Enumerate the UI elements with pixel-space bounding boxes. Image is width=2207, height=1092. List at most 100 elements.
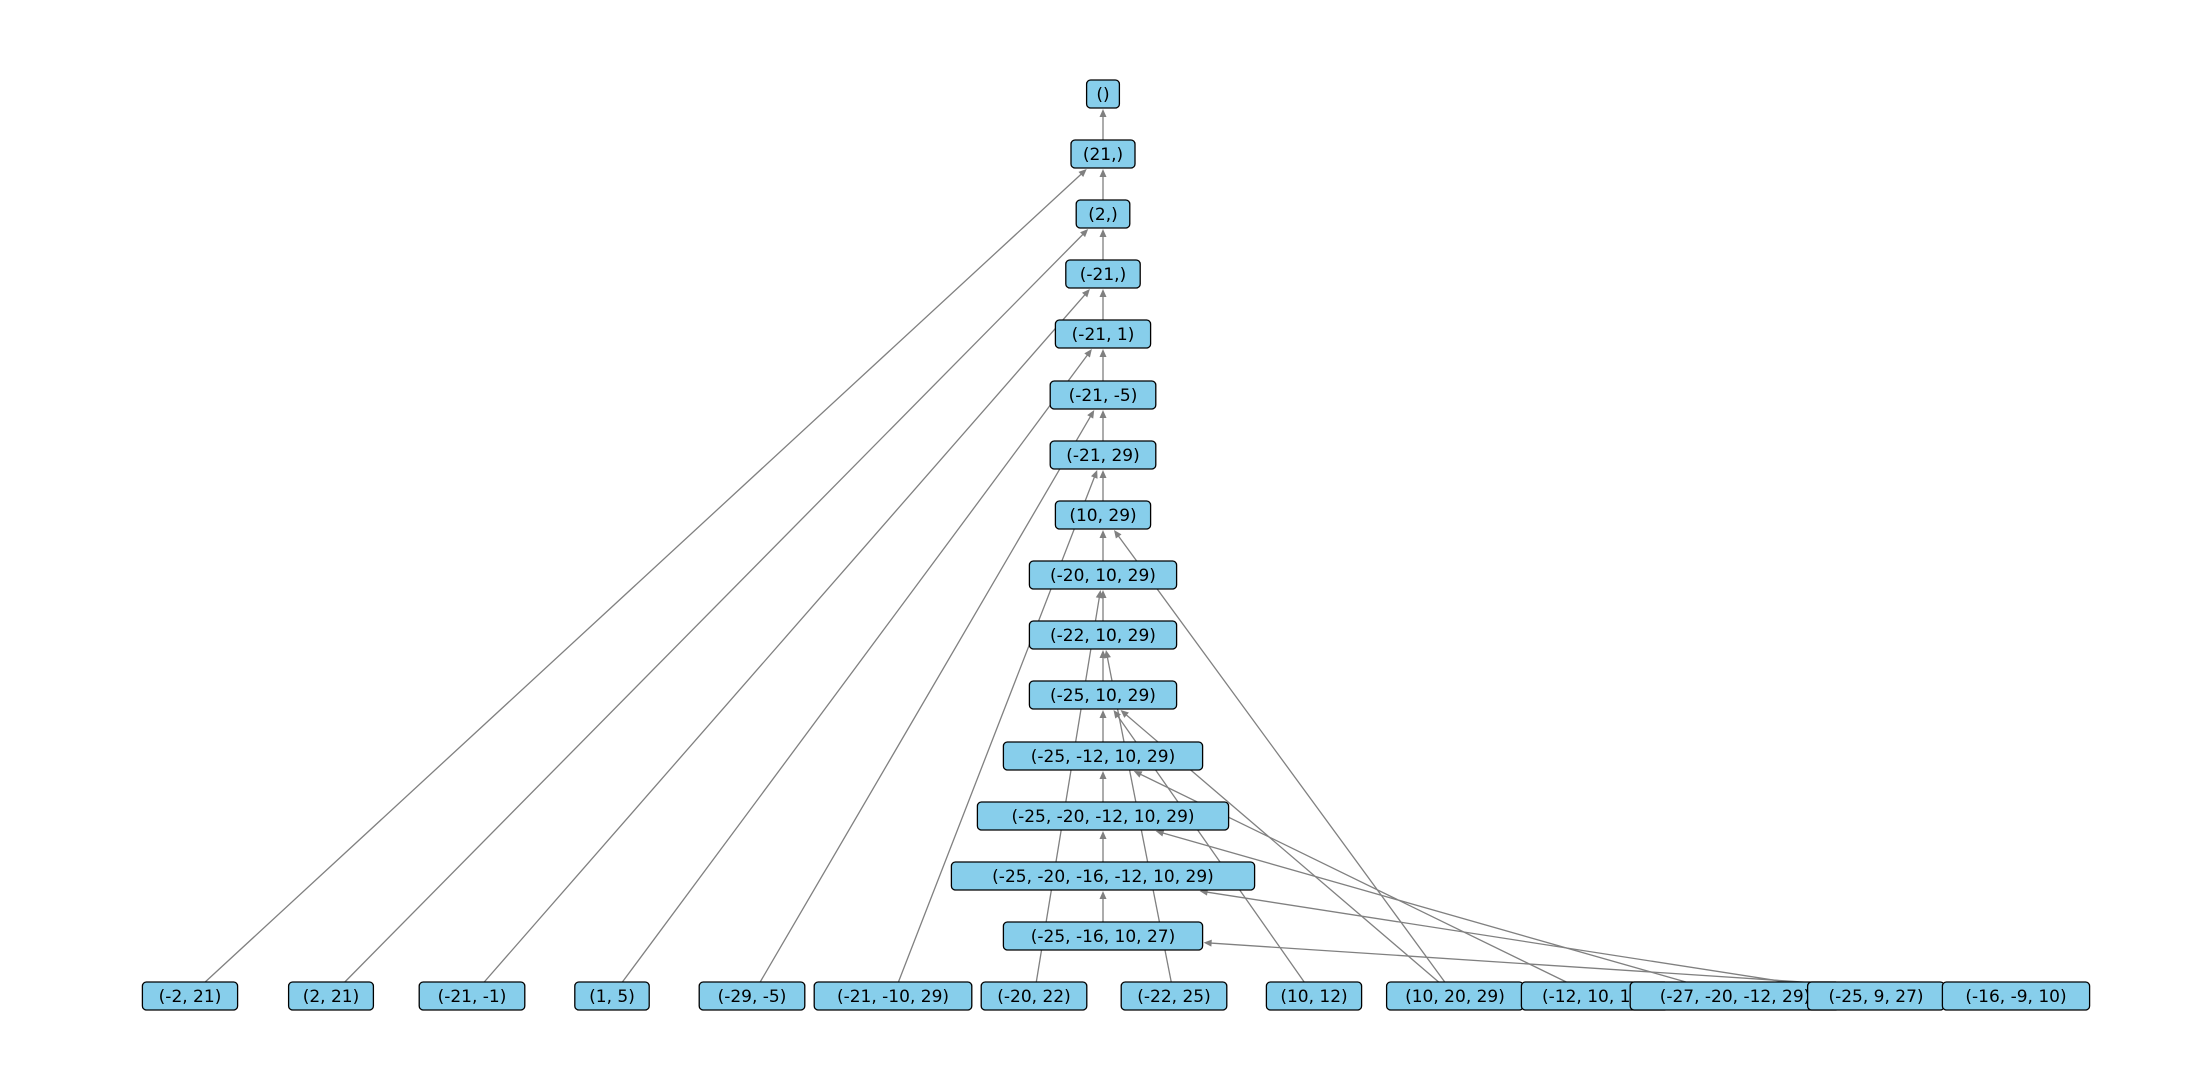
node-l2: (-21, -1) bbox=[418, 981, 526, 1011]
nodes-layer: ()(21,)(2,)(-21,)(-21, 1)(-21, -5)(-21, … bbox=[141, 79, 2091, 1011]
node-box bbox=[1002, 741, 1204, 771]
node-n4: (-21, 1) bbox=[1054, 319, 1152, 349]
arrowhead bbox=[1099, 109, 1107, 117]
edge-l5-to-n6 bbox=[897, 470, 1098, 983]
edge-line bbox=[1035, 596, 1101, 983]
edge-l11-to-n12 bbox=[1155, 829, 1687, 983]
node-n12: (-25, -20, -12, 10, 29) bbox=[976, 801, 1230, 831]
arrowhead bbox=[1113, 710, 1121, 719]
node-label: (-25, -20, -16, -12, 10, 29) bbox=[992, 867, 1214, 887]
node-box bbox=[418, 981, 526, 1011]
node-label: (-25, -20, -12, 10, 29) bbox=[1011, 807, 1194, 827]
edge-l2-to-n3 bbox=[483, 289, 1090, 983]
arrowhead bbox=[1104, 650, 1111, 659]
node-n2: (2,) bbox=[1075, 199, 1131, 229]
node-n1: (21,) bbox=[1070, 139, 1136, 169]
node-box bbox=[1085, 79, 1121, 109]
node-l8: (10, 12) bbox=[1265, 981, 1363, 1011]
node-box bbox=[1028, 620, 1178, 650]
node-label: (21,) bbox=[1083, 145, 1123, 165]
node-l13: (-16, -9, 10) bbox=[1941, 981, 2091, 1011]
node-label: (-21, -1) bbox=[438, 987, 507, 1007]
node-label: (-25, 10, 29) bbox=[1050, 686, 1156, 706]
arrowhead bbox=[1099, 410, 1107, 418]
node-l0: (-2, 21) bbox=[141, 981, 239, 1011]
edge-l12-to-n13 bbox=[1199, 888, 1808, 987]
edge-line bbox=[621, 354, 1089, 983]
arrowhead bbox=[1099, 470, 1107, 478]
node-box bbox=[813, 981, 973, 1011]
arrowhead bbox=[1099, 229, 1107, 237]
node-n13: (-25, -20, -16, -12, 10, 29) bbox=[950, 861, 1256, 891]
node-box bbox=[1075, 199, 1131, 229]
edge-n6-to-n5 bbox=[1099, 410, 1107, 441]
edge-n3-to-n2 bbox=[1099, 229, 1107, 260]
node-box bbox=[980, 981, 1088, 1011]
edge-line bbox=[483, 293, 1086, 983]
node-label: (-12, 10, 16) bbox=[1542, 987, 1648, 1007]
node-box bbox=[574, 981, 650, 1011]
arrowhead bbox=[1095, 590, 1103, 599]
node-box bbox=[1265, 981, 1363, 1011]
edge-n11-to-n10 bbox=[1099, 710, 1107, 742]
node-box bbox=[1941, 981, 2091, 1011]
node-box bbox=[1120, 981, 1228, 1011]
node-label: (-27, -20, -12, 29) bbox=[1660, 987, 1811, 1007]
edge-l0-to-n1 bbox=[204, 169, 1087, 983]
edge-l9-to-n7 bbox=[1113, 530, 1446, 983]
node-box bbox=[1054, 500, 1152, 530]
edge-n12-to-n11 bbox=[1099, 771, 1107, 802]
arrowhead bbox=[1133, 771, 1143, 778]
arrowhead bbox=[1084, 349, 1092, 358]
arrowhead bbox=[1099, 530, 1107, 538]
arrowhead bbox=[1113, 530, 1122, 539]
node-n11: (-25, -12, 10, 29) bbox=[1002, 741, 1204, 771]
node-label: (-25, -16, 10, 27) bbox=[1031, 927, 1175, 947]
arrowhead bbox=[1081, 289, 1090, 298]
edge-n1-to-n0 bbox=[1099, 109, 1107, 140]
arrowhead bbox=[1099, 831, 1107, 839]
node-l4: (-29, -5) bbox=[698, 981, 806, 1011]
edge-line bbox=[344, 233, 1084, 983]
arrowhead bbox=[1080, 229, 1089, 238]
node-l5: (-21, -10, 29) bbox=[813, 981, 973, 1011]
edge-line bbox=[897, 476, 1096, 983]
arrowhead bbox=[1091, 470, 1098, 479]
edge-n5-to-n4 bbox=[1099, 349, 1107, 381]
node-l7: (-22, 25) bbox=[1120, 981, 1228, 1011]
node-box bbox=[1049, 440, 1157, 470]
node-box bbox=[698, 981, 806, 1011]
edge-n4-to-n3 bbox=[1099, 289, 1107, 320]
node-label: (-2, 21) bbox=[159, 987, 222, 1007]
edge-line bbox=[1117, 535, 1446, 983]
node-l1: (2, 21) bbox=[287, 981, 375, 1011]
edge-n14-to-n13 bbox=[1099, 891, 1107, 922]
node-label: (-21, -5) bbox=[1069, 386, 1138, 406]
arrowhead bbox=[1078, 169, 1087, 177]
node-l6: (-20, 22) bbox=[980, 981, 1088, 1011]
arrowhead bbox=[1155, 829, 1165, 837]
arrowhead bbox=[1120, 710, 1129, 718]
arrowhead bbox=[1099, 771, 1107, 779]
edge-l1-to-n2 bbox=[344, 229, 1089, 983]
node-n5: (-21, -5) bbox=[1049, 380, 1157, 410]
node-label: (-22, 10, 29) bbox=[1050, 626, 1156, 646]
node-box bbox=[1054, 319, 1152, 349]
edge-n7-to-n6 bbox=[1099, 470, 1107, 501]
node-box bbox=[1049, 380, 1157, 410]
edge-line bbox=[759, 415, 1092, 983]
node-n8: (-20, 10, 29) bbox=[1028, 560, 1178, 590]
node-box bbox=[1028, 680, 1178, 710]
node-label: (-20, 22) bbox=[997, 987, 1070, 1007]
arrowhead bbox=[1203, 939, 1212, 947]
node-label: (-22, 25) bbox=[1137, 987, 1210, 1007]
arrowhead bbox=[1099, 169, 1107, 177]
node-label: (-25, -12, 10, 29) bbox=[1031, 747, 1175, 767]
edge-line bbox=[204, 173, 1083, 983]
node-box bbox=[141, 981, 239, 1011]
arrowhead bbox=[1099, 349, 1107, 357]
node-label: (10, 20, 29) bbox=[1405, 987, 1505, 1007]
edge-l4-to-n5 bbox=[759, 410, 1095, 983]
node-label: (10, 29) bbox=[1069, 506, 1136, 526]
node-box bbox=[976, 801, 1230, 831]
